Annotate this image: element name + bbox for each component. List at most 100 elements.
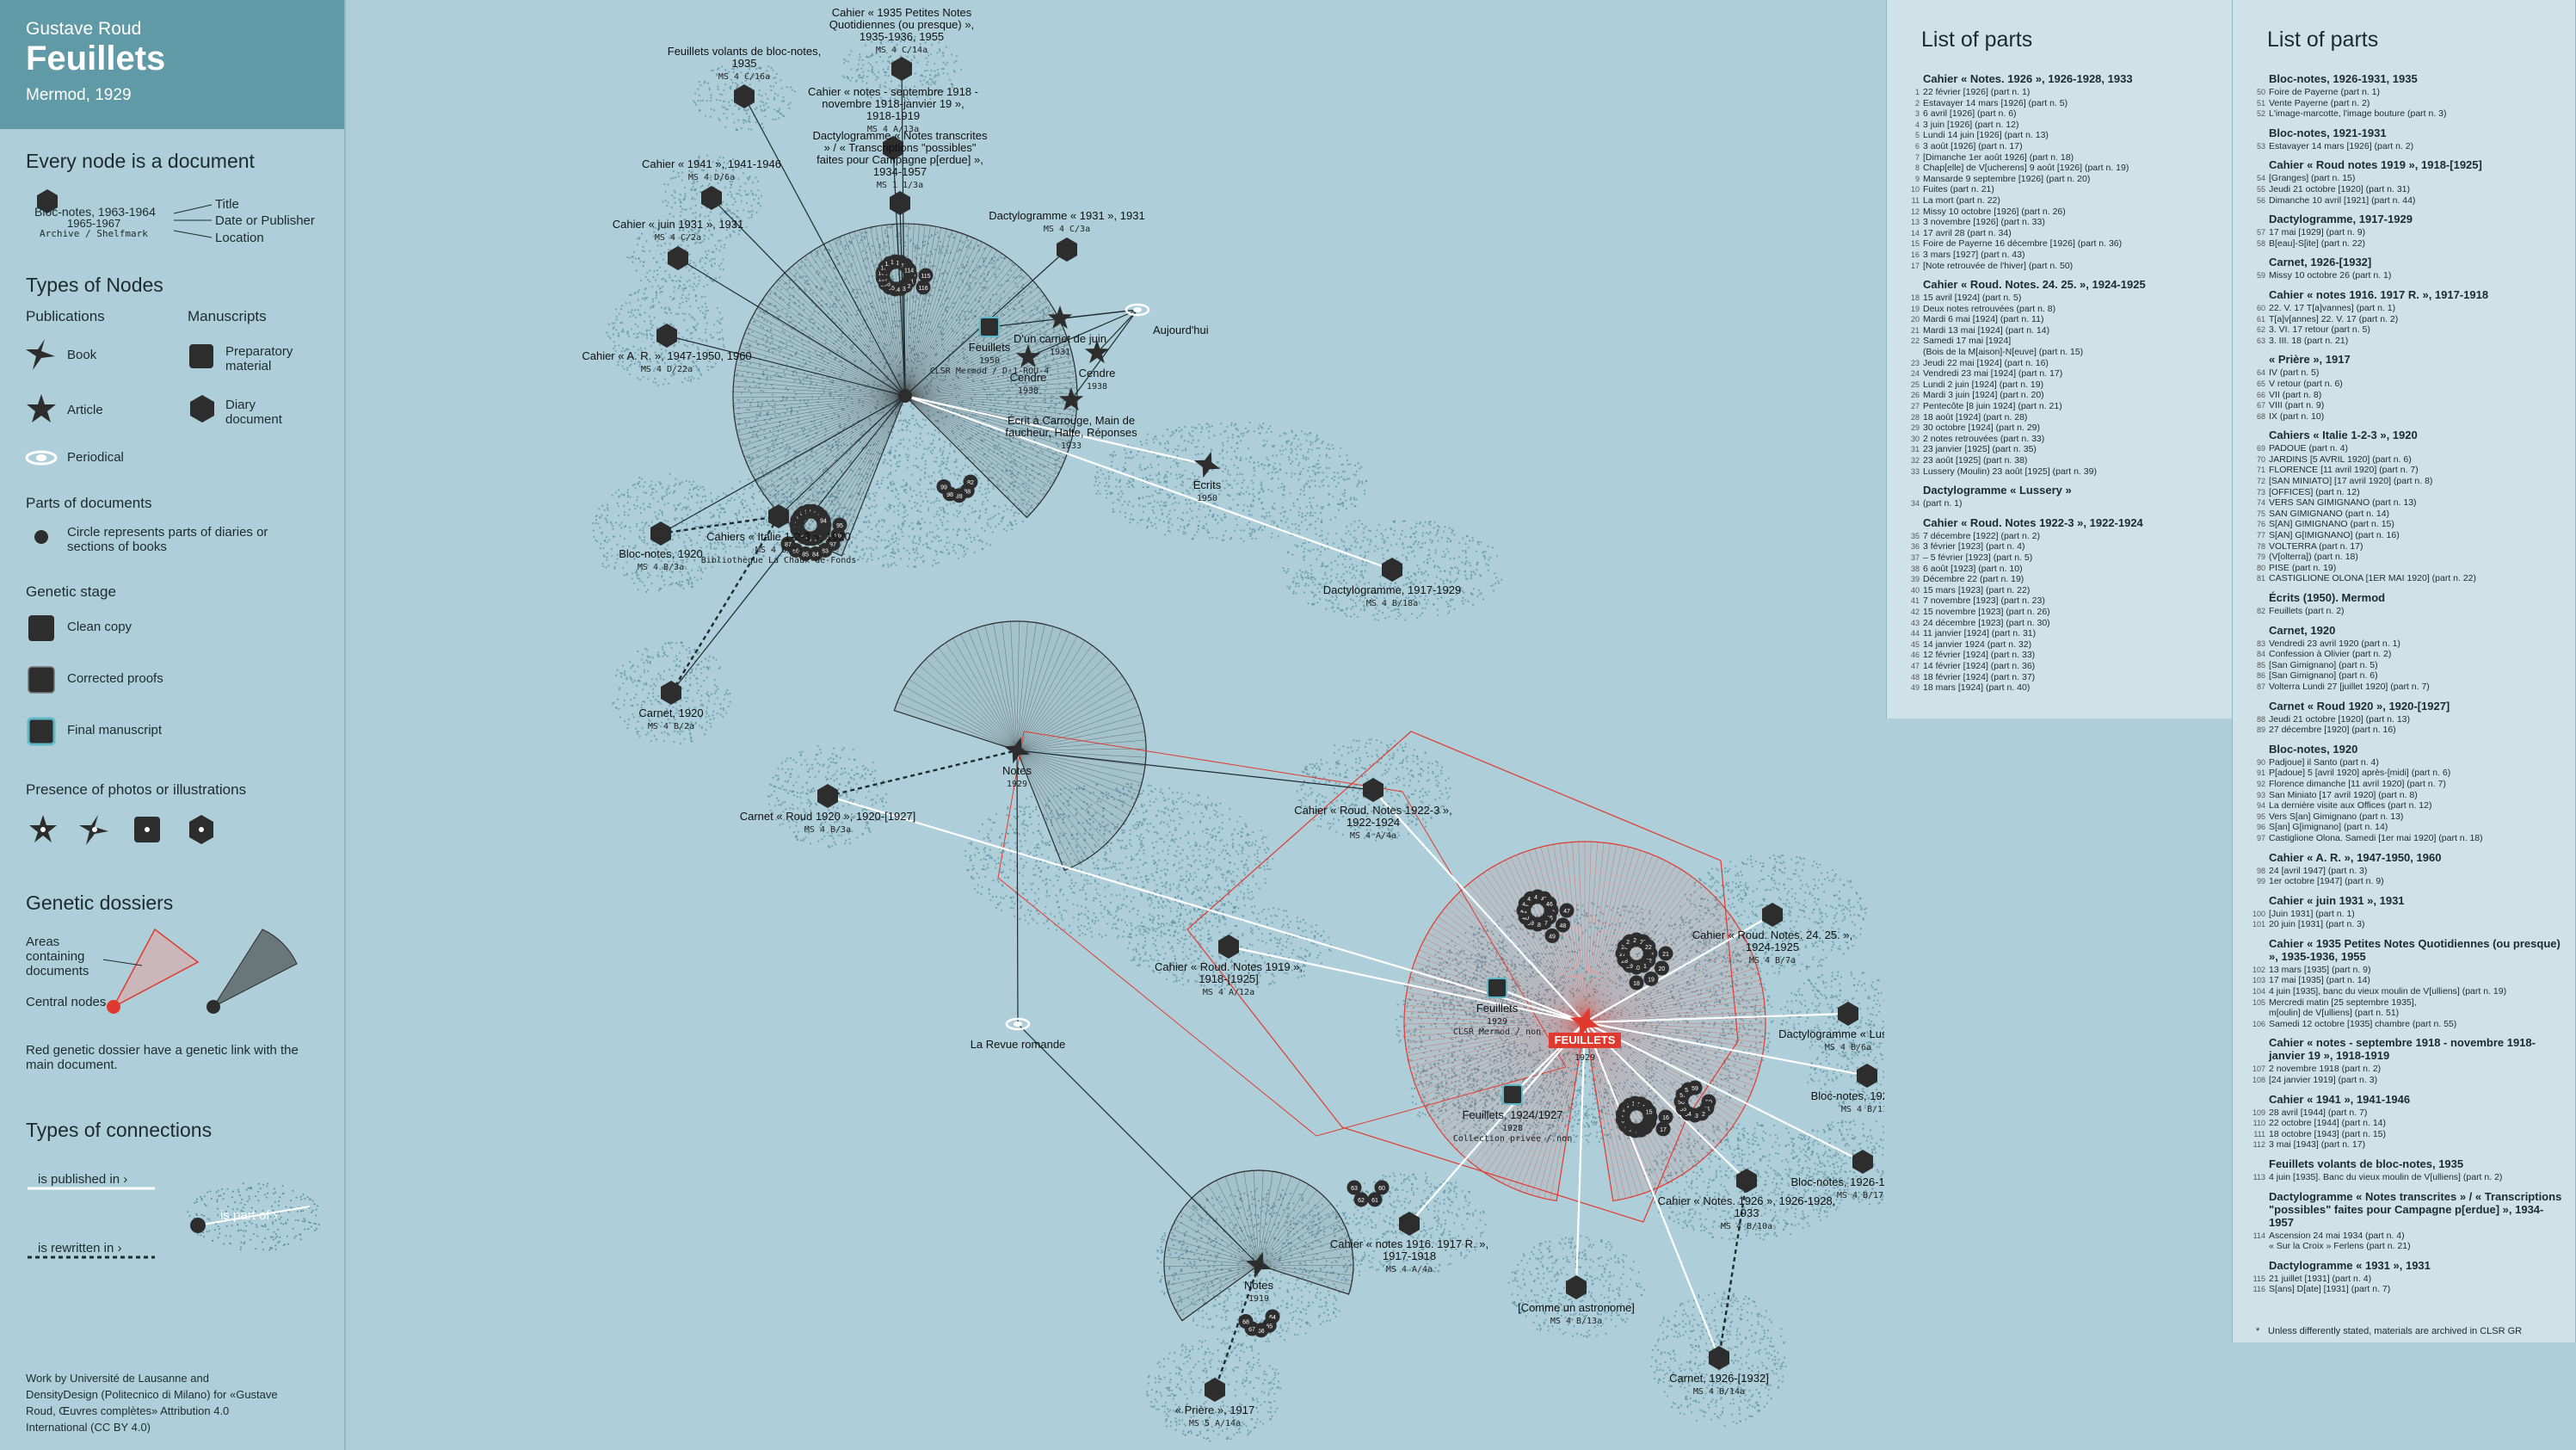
area-dot	[596, 540, 598, 542]
legend-dot	[206, 1192, 208, 1194]
area-dot	[749, 115, 750, 117]
area-dot	[847, 76, 848, 77]
area-dot	[643, 541, 644, 543]
area-dot	[914, 559, 915, 561]
area-dot	[730, 194, 732, 195]
legend-dot	[222, 1198, 224, 1200]
legend-dot	[293, 1237, 295, 1238]
area-dot	[664, 378, 666, 379]
legend-dot	[256, 1226, 258, 1228]
area-dot	[706, 546, 707, 547]
area-dot	[738, 509, 740, 511]
area-dot	[714, 262, 716, 264]
area-dot	[679, 660, 681, 662]
area-dot	[693, 362, 694, 364]
legend-dot	[316, 1228, 317, 1230]
area-dot	[758, 94, 760, 96]
area-dot	[720, 245, 722, 247]
area-dot	[729, 693, 730, 694]
legend-dot	[285, 1206, 287, 1208]
area-dot	[710, 547, 712, 549]
work-publisher: Mermod, 1929	[26, 86, 132, 105]
area-dot	[636, 499, 638, 501]
legend-dot	[249, 1195, 250, 1197]
area-dot	[600, 547, 601, 549]
legend-dot	[247, 1200, 249, 1202]
area-dot	[671, 675, 673, 676]
area-dot	[710, 116, 712, 118]
area-dot	[930, 70, 932, 71]
area-dot	[913, 465, 915, 466]
area-dot	[931, 434, 933, 435]
area-dot	[693, 186, 694, 188]
area-dot	[620, 522, 622, 524]
area-dot	[693, 283, 695, 285]
area-dot	[671, 642, 673, 644]
area-dot	[900, 419, 902, 421]
area-dot	[652, 696, 654, 698]
area-dot	[975, 521, 977, 523]
area-dot	[889, 530, 891, 532]
area-dot	[729, 210, 730, 212]
area-dot	[678, 341, 680, 342]
area-dot	[643, 293, 644, 294]
area-dot	[624, 674, 626, 676]
area-dot	[717, 307, 718, 309]
area-dot	[916, 503, 918, 504]
area-dot	[630, 667, 632, 669]
area-dot	[618, 489, 619, 491]
area-dot	[742, 499, 743, 501]
area-dot	[734, 213, 736, 215]
area-dot	[675, 313, 677, 315]
area-dot	[607, 565, 609, 566]
legend-dot	[244, 1204, 246, 1206]
area-dot	[712, 501, 713, 503]
area-dot	[740, 501, 742, 503]
area-dot	[902, 525, 903, 527]
area-dot	[668, 249, 669, 250]
area-dot	[873, 499, 875, 501]
area-dot	[612, 528, 613, 529]
area-dot	[909, 423, 910, 424]
area-dot	[605, 517, 607, 519]
area-dot	[680, 281, 681, 282]
area-dot	[755, 108, 756, 110]
area-dot	[896, 445, 897, 447]
area-dot	[919, 523, 921, 525]
area-dot	[780, 79, 781, 81]
area-dot	[713, 548, 715, 550]
area-dot	[724, 546, 726, 548]
area-dot	[863, 75, 865, 77]
area-dot	[663, 503, 665, 505]
area-dot	[690, 539, 692, 540]
area-dot	[733, 198, 735, 200]
dossiers-heading: Genetic dossiers	[26, 892, 173, 915]
genetic-stage-heading: Genetic stage	[26, 583, 116, 601]
area-dot	[652, 692, 654, 694]
area-dot	[680, 276, 681, 278]
area-dot	[710, 94, 712, 96]
area-dot	[689, 733, 691, 735]
area-dot	[599, 527, 601, 528]
legend-dot	[196, 1199, 198, 1200]
area-dot	[921, 495, 922, 497]
area-dot	[637, 377, 638, 379]
area-dot	[646, 272, 648, 274]
area-dot	[632, 665, 633, 667]
area-dot	[709, 722, 711, 724]
area-dot	[908, 558, 909, 559]
area-dot	[651, 491, 653, 493]
area-dot	[671, 280, 673, 281]
areas-label: Areas containing documents	[26, 935, 112, 978]
area-dot	[875, 79, 877, 81]
area-dot	[651, 488, 653, 490]
area-dot	[673, 534, 675, 535]
area-dot	[725, 494, 727, 496]
area-dot	[876, 76, 878, 77]
legend-dot	[266, 1197, 268, 1199]
legend-dot	[285, 1221, 287, 1223]
area-dot	[613, 568, 615, 570]
area-dot	[929, 78, 931, 80]
area-dot	[946, 542, 947, 544]
legend-dot	[261, 1225, 262, 1226]
